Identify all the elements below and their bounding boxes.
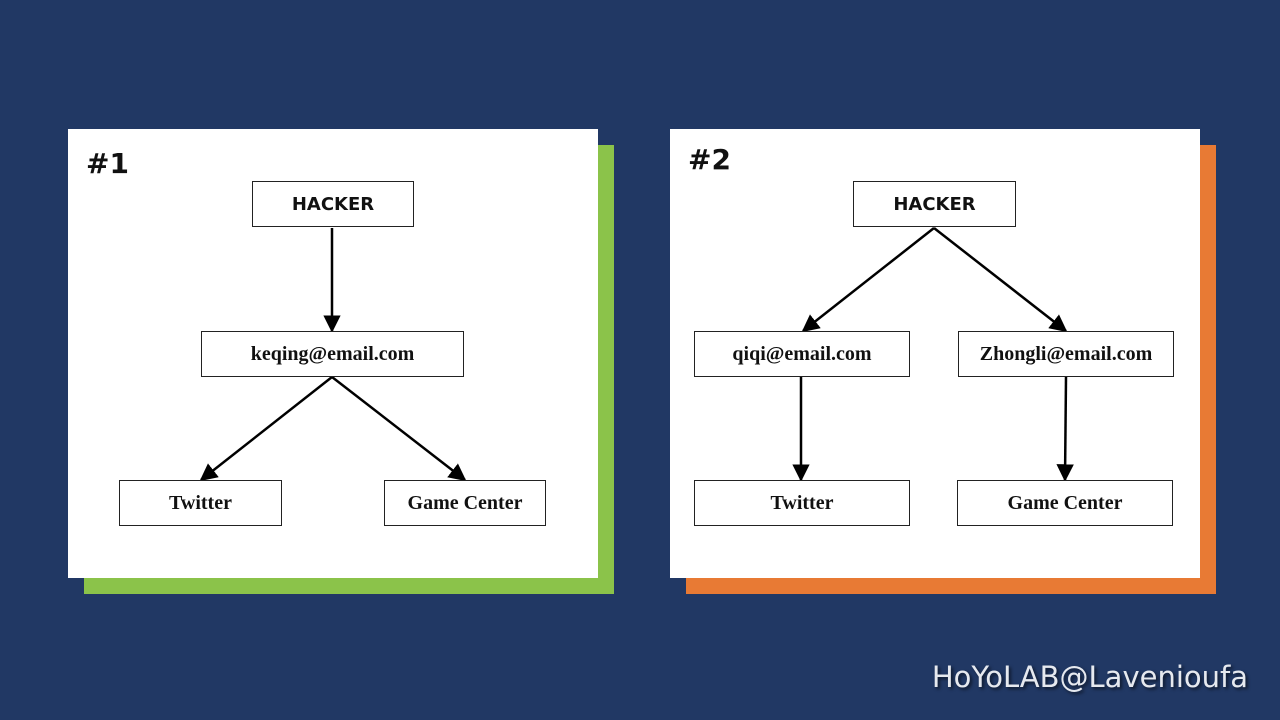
diagram-2-twitter-node: Twitter [694,480,910,526]
diagram-2-zhongli-email-node: Zhongli@email.com [958,331,1174,377]
diagram-2-qiqi-email-node: qiqi@email.com [694,331,910,377]
diagram-1-game-center-node: Game Center [384,480,546,526]
edge-email-to-game-center [331,376,467,482]
edge-zhongli-to-game-center [1056,376,1074,482]
diagram-2-hacker-node: HACKER [853,181,1016,227]
diagram-2-edges [792,227,1074,482]
edge-email-to-twitter [199,376,333,482]
diagram-2-label: #2 [688,143,731,176]
edge-hacker-to-zhongli [933,227,1068,333]
diagram-1-card: #1 HACKER keqing@email.com Twitter Game … [68,129,598,578]
edge-hacker-to-qiqi [801,227,935,333]
watermark: HoYoLAB@Lavenioufa [931,660,1248,694]
diagram-1-label: #1 [86,147,129,180]
diagram-1-hacker-node: HACKER [252,181,414,227]
diagram-2-game-center-node: Game Center [957,480,1173,526]
diagram-2-card: #2 HACKER qiqi@email.com Zhongli@email.c… [670,129,1200,578]
diagram-1-twitter-node: Twitter [119,480,282,526]
diagram-1-edges [199,228,467,482]
diagram-1-email-node: keqing@email.com [201,331,464,377]
